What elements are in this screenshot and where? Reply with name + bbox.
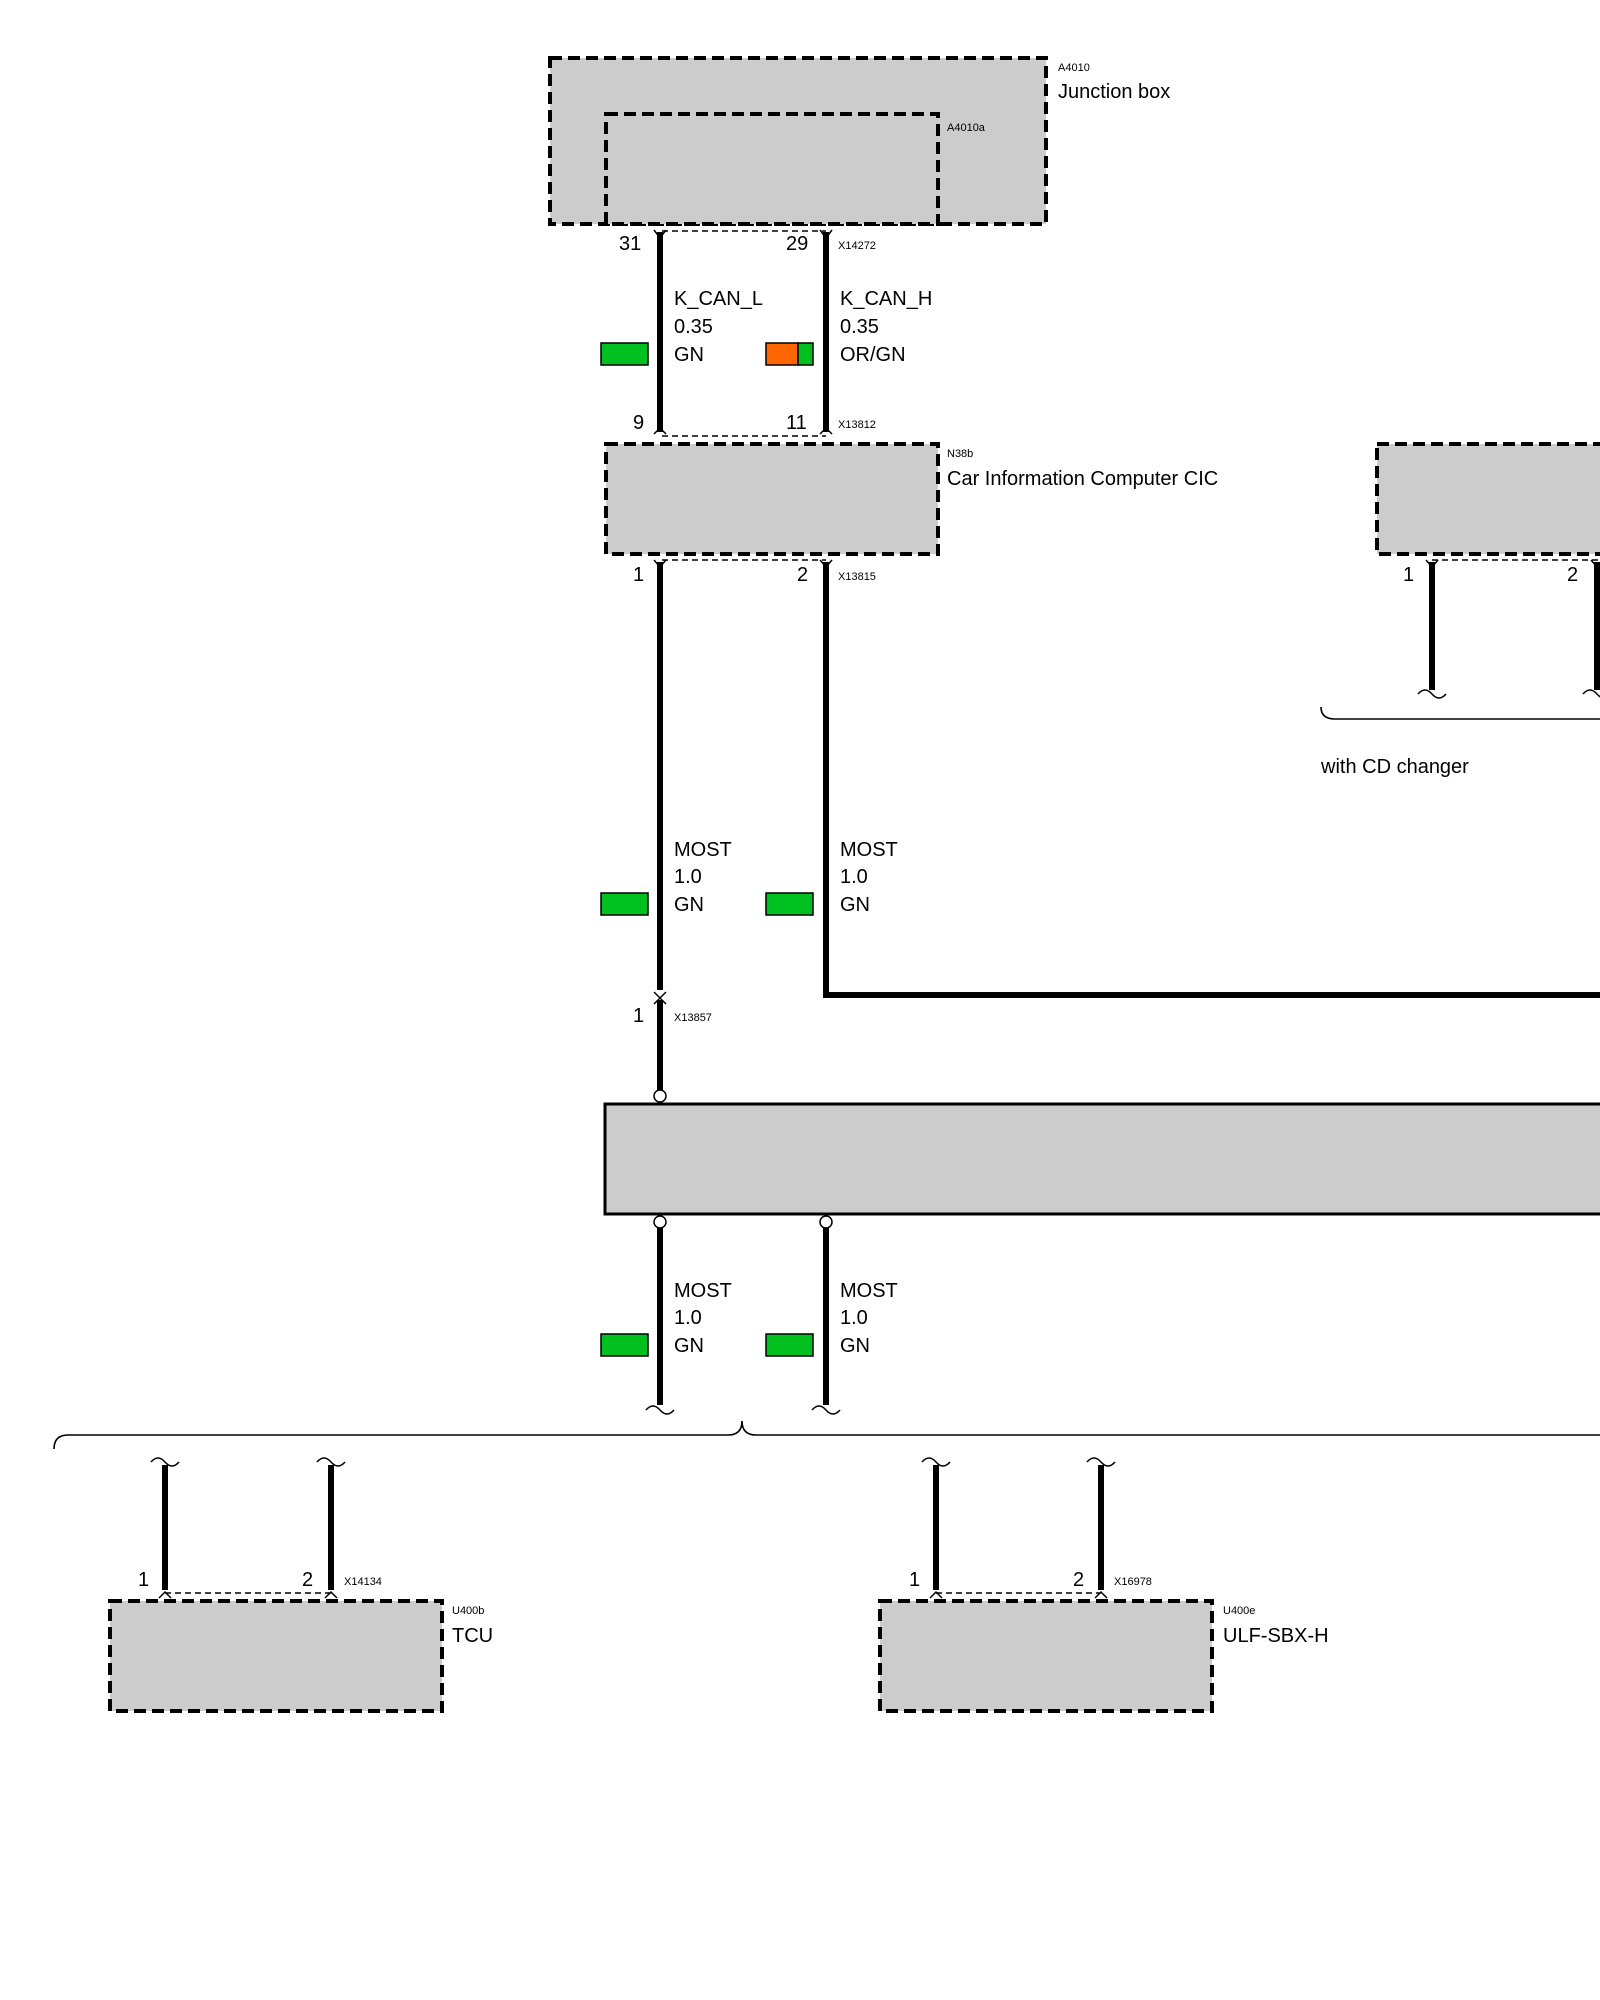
k-can-h-color: OR/GN bbox=[840, 344, 906, 366]
cic-module[interactable] bbox=[604, 442, 940, 556]
tcu-module[interactable] bbox=[108, 1599, 444, 1713]
pin-socket-icon bbox=[819, 426, 833, 435]
k-can-h-gauge: 0.35 bbox=[840, 316, 879, 338]
pin-socket-icon bbox=[653, 229, 667, 240]
connector-x14272-label: X14272 bbox=[838, 240, 876, 252]
connector-x13815-label: X13815 bbox=[838, 571, 876, 583]
splice-terminal bbox=[653, 1089, 667, 1103]
connector-x13812-label: X13812 bbox=[838, 419, 876, 431]
cd-changer-module[interactable] bbox=[1375, 442, 1600, 556]
most-wire-left-to-splice[interactable] bbox=[653, 996, 667, 1090]
k-can-l-signal: K_CAN_L bbox=[674, 288, 763, 310]
pin-29-label: 29 bbox=[786, 233, 808, 255]
ulf-pin-1-label: 1 bbox=[909, 1569, 920, 1591]
tcu-pin-2-label: 2 bbox=[302, 1569, 313, 1591]
tcu-wire-2[interactable] bbox=[316, 1457, 346, 1599]
wire-color-swatch-green bbox=[765, 1333, 814, 1357]
connector-x13857-label: X13857 bbox=[674, 1012, 712, 1024]
cd-changer-pin-1-label: 1 bbox=[1403, 564, 1414, 586]
most-upper-right-signal: MOST bbox=[840, 839, 898, 861]
most-upper-left-gauge: 1.0 bbox=[674, 866, 702, 888]
pin-2-label: 2 bbox=[797, 564, 808, 586]
tcu-name: TCU bbox=[452, 1625, 493, 1647]
tcu-id: U400b bbox=[452, 1605, 484, 1617]
most-lower-left-signal: MOST bbox=[674, 1280, 732, 1302]
wire-break-icon bbox=[1582, 689, 1600, 698]
pin-socket-icon bbox=[819, 229, 833, 240]
ulf-pin-2-label: 2 bbox=[1073, 1569, 1084, 1591]
pin-9-label: 9 bbox=[633, 412, 644, 434]
cic-id: N38b bbox=[947, 448, 973, 460]
junction-box-name: Junction box bbox=[1058, 81, 1170, 103]
most-lower-left-gauge: 1.0 bbox=[674, 1307, 702, 1329]
wire-color-swatch-green bbox=[600, 342, 649, 366]
most-wire-left-lower[interactable] bbox=[645, 1228, 675, 1415]
tcu-pin-1-label: 1 bbox=[138, 1569, 149, 1591]
wire-color-swatch-green bbox=[600, 892, 649, 916]
most-upper-right-color: GN bbox=[840, 894, 870, 916]
ulf-name: ULF-SBX-H bbox=[1223, 1625, 1329, 1647]
pin-socket-icon bbox=[653, 426, 667, 435]
junction-box[interactable] bbox=[548, 56, 1048, 226]
ulf-wire-1[interactable] bbox=[921, 1457, 951, 1599]
tcu-wire-1[interactable] bbox=[150, 1457, 180, 1599]
k-can-l-color: GN bbox=[674, 344, 704, 366]
k-can-h-signal: K_CAN_H bbox=[840, 288, 932, 310]
wire-break-icon bbox=[316, 1457, 346, 1467]
variant-brace bbox=[53, 1420, 1600, 1450]
most-splice-block[interactable] bbox=[603, 1102, 1600, 1216]
wire-break-icon bbox=[150, 1457, 180, 1467]
junction-box-inner-module bbox=[604, 112, 940, 226]
splice-terminal bbox=[653, 1215, 667, 1229]
cd-changer-wire-2[interactable] bbox=[1582, 559, 1600, 698]
pin-31-label: 31 bbox=[619, 233, 641, 255]
cd-changer-brace bbox=[1320, 706, 1600, 720]
most-wire-right-to-cd[interactable] bbox=[819, 559, 1600, 998]
most-upper-left-signal: MOST bbox=[674, 839, 732, 861]
most-wire-right-lower[interactable] bbox=[811, 1228, 841, 1415]
wire-color-swatch-green bbox=[765, 892, 814, 916]
wire-break-icon bbox=[921, 1457, 951, 1467]
most-lower-right-gauge: 1.0 bbox=[840, 1307, 868, 1329]
connector-x16978-label: X16978 bbox=[1114, 1576, 1152, 1588]
pin-1-label: 1 bbox=[633, 564, 644, 586]
most-lower-right-color: GN bbox=[840, 1335, 870, 1357]
most-wire-left-upper[interactable] bbox=[653, 559, 667, 1000]
cd-changer-pin-2-label: 2 bbox=[1567, 564, 1578, 586]
most-lower-right-signal: MOST bbox=[840, 1280, 898, 1302]
most-upper-right-gauge: 1.0 bbox=[840, 866, 868, 888]
most-upper-left-color: GN bbox=[674, 894, 704, 916]
cic-name: Car Information Computer CIC bbox=[947, 468, 1218, 490]
wire-color-swatch-orange-green bbox=[765, 342, 814, 366]
most-lower-left-color: GN bbox=[674, 1335, 704, 1357]
cd-changer-note: with CD changer bbox=[1320, 756, 1469, 778]
cd-changer-wire-1[interactable] bbox=[1417, 559, 1447, 699]
k-can-l-gauge: 0.35 bbox=[674, 316, 713, 338]
ulf-id: U400e bbox=[1223, 1605, 1255, 1617]
splice-terminal bbox=[819, 1215, 833, 1229]
pin-1-x13857-label: 1 bbox=[633, 1005, 644, 1027]
junction-box-inner-id: A4010a bbox=[947, 122, 986, 134]
k-can-low-wire[interactable] bbox=[653, 229, 667, 435]
junction-box-id: A4010 bbox=[1058, 62, 1090, 74]
ulf-wire-2[interactable] bbox=[1086, 1457, 1116, 1599]
wire-color-swatch-green bbox=[600, 1333, 649, 1357]
pin-11-label: 11 bbox=[786, 412, 807, 434]
ulf-module[interactable] bbox=[878, 1599, 1214, 1713]
k-can-high-wire[interactable] bbox=[819, 229, 833, 435]
wire-break-icon bbox=[1417, 689, 1447, 699]
wire-break-icon bbox=[811, 1405, 841, 1415]
wire-break-icon bbox=[1086, 1457, 1116, 1467]
connector-x14134-label: X14134 bbox=[344, 1576, 382, 1588]
wire-break-icon bbox=[645, 1405, 675, 1415]
